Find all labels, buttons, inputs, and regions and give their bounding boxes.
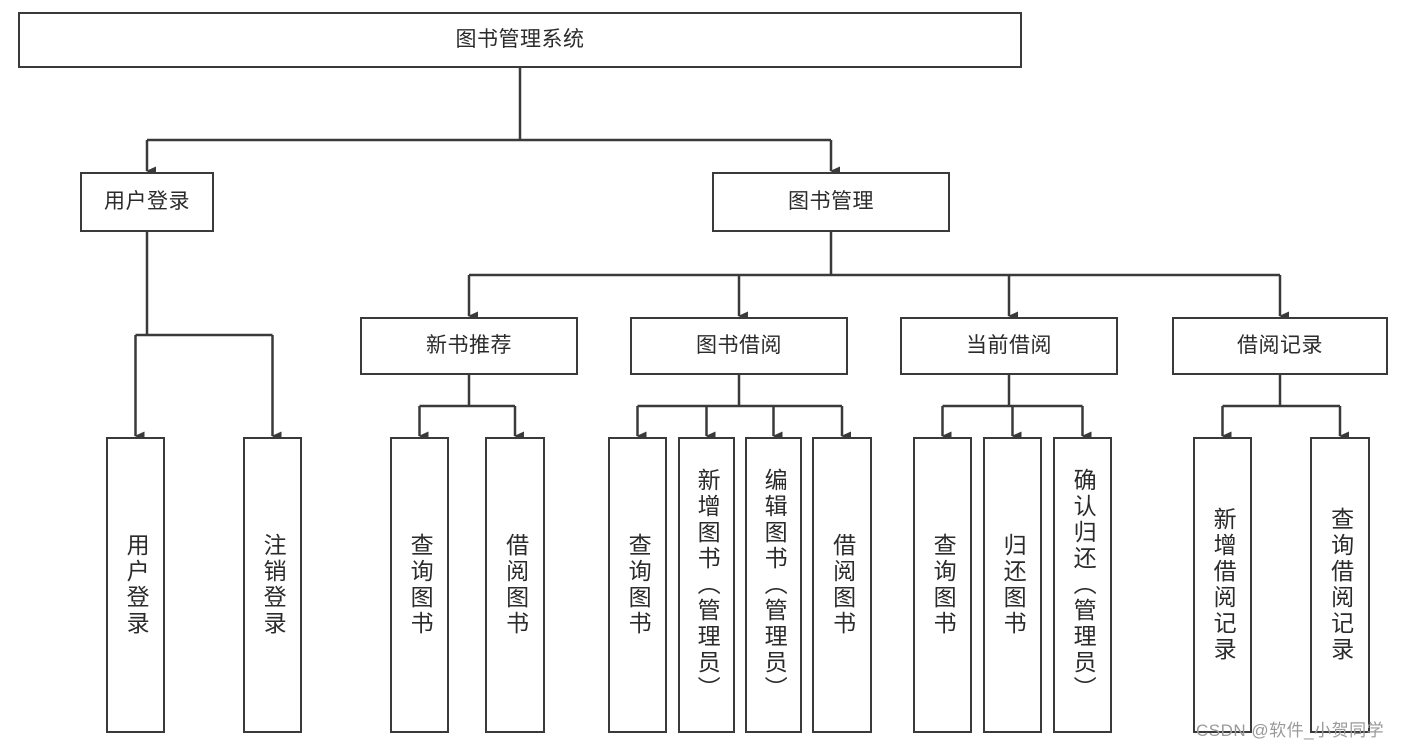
node-current-confirm-return[interactable]: 确认归还（管理员）: [1053, 437, 1112, 733]
node-borrow-query-book[interactable]: 查询图书: [608, 437, 667, 733]
node-borrow-add-book[interactable]: 新增图书（管理员）: [678, 437, 735, 733]
node-label-root: 图书管理系统: [455, 27, 585, 51]
node-label-current-query-book: 查询图书: [930, 533, 957, 637]
node-borrow-edit-book[interactable]: 编辑图书（管理员）: [745, 437, 802, 733]
node-label-user-login: 用户登录: [104, 189, 190, 213]
node-label-recommend-query-book: 查询图书: [407, 533, 434, 637]
node-label-borrow-query-book: 查询图书: [625, 533, 652, 637]
node-user-login-do[interactable]: 用户登录: [106, 437, 165, 733]
node-label-borrow-borrow-book: 借阅图书: [829, 533, 856, 637]
node-new-book-recommend[interactable]: 新书推荐: [360, 317, 578, 375]
node-label-user-login-do: 用户登录: [123, 533, 150, 637]
node-label-current-confirm-return: 确认归还（管理员）: [1070, 468, 1097, 702]
node-root[interactable]: 图书管理系统: [18, 12, 1022, 68]
node-label-record-add: 新增借阅记录: [1210, 507, 1237, 663]
node-recommend-borrow-book[interactable]: 借阅图书: [485, 437, 545, 733]
node-label-book-management: 图书管理: [788, 189, 874, 213]
node-label-record-query: 查询借阅记录: [1327, 507, 1354, 663]
watermark: CSDN @软件_小贺同学: [1196, 721, 1385, 740]
node-borrow-record[interactable]: 借阅记录: [1172, 317, 1388, 375]
node-label-current-return-book: 归还图书: [1000, 533, 1027, 637]
node-borrow-borrow-book[interactable]: 借阅图书: [812, 437, 872, 733]
node-current-borrow[interactable]: 当前借阅: [900, 317, 1118, 375]
node-current-query-book[interactable]: 查询图书: [913, 437, 972, 733]
node-label-book-borrow: 图书借阅: [696, 333, 782, 357]
node-label-new-book-recommend: 新书推荐: [426, 333, 512, 357]
node-recommend-query-book[interactable]: 查询图书: [390, 437, 449, 733]
node-label-recommend-borrow-book: 借阅图书: [502, 533, 529, 637]
node-label-user-logout: 注销登录: [260, 533, 287, 637]
node-book-management[interactable]: 图书管理: [712, 172, 950, 232]
node-label-borrow-record: 借阅记录: [1237, 333, 1323, 357]
node-record-query[interactable]: 查询借阅记录: [1310, 437, 1370, 733]
node-user-login[interactable]: 用户登录: [80, 172, 214, 232]
node-label-current-borrow: 当前借阅: [966, 333, 1052, 357]
node-current-return-book[interactable]: 归还图书: [983, 437, 1042, 733]
node-record-add[interactable]: 新增借阅记录: [1193, 437, 1252, 733]
node-label-borrow-edit-book: 编辑图书（管理员）: [761, 468, 788, 702]
node-book-borrow[interactable]: 图书借阅: [630, 317, 848, 375]
node-label-borrow-add-book: 新增图书（管理员）: [694, 468, 721, 702]
node-user-logout[interactable]: 注销登录: [243, 437, 302, 733]
